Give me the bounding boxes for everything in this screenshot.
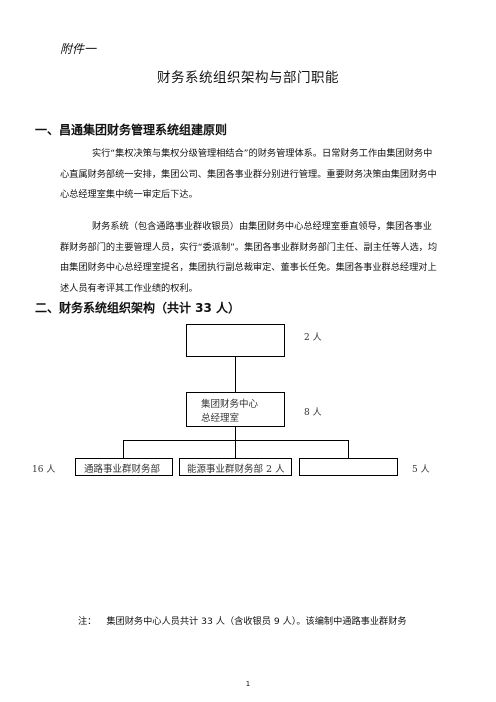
org-drop-center	[235, 440, 236, 458]
footnote-text: 集团财务中心人员共计 33 人（含收银员 9 人）。该编制中通路事业群财务	[106, 616, 407, 627]
org-drop-left	[123, 440, 124, 458]
org-center-line2: 总经理室	[201, 413, 240, 424]
org-top-box	[186, 324, 285, 357]
attachment-label: 附件一	[60, 42, 97, 56]
paragraph-principles-2: 财务系统（包含通路事业群收银员）由集团财务中心总经理室垂直领导，集团各事业群财务…	[60, 217, 438, 299]
org-child-2-box: 能源事业群财务部 2 人	[179, 458, 292, 476]
section-heading-principles: 一、昌通集团财务管理系统组建原则	[35, 123, 228, 137]
org-drop-right	[348, 440, 349, 458]
org-child-3-count: 5 人	[412, 465, 430, 475]
paragraph-text: 实行“集权决策与集权分级管理相结合”的财务管理体系。日常财务工作由集团财务中心直…	[60, 148, 437, 200]
org-child-1-label: 通路事业群财务部	[84, 464, 161, 475]
page-title: 财务系统组织架构与部门职能	[157, 70, 339, 86]
footnote: 注： 集团财务中心人员共计 33 人（含收银员 9 人）。该编制中通路事业群财务	[78, 613, 407, 627]
org-child-1-box: 通路事业群财务部	[75, 458, 173, 476]
org-top-count: 2 人	[304, 333, 322, 343]
org-child-3-box	[299, 458, 398, 476]
org-child-1-count: 16 人	[32, 465, 56, 475]
paragraph-principles-1: 实行“集权决策与集权分级管理相结合”的财务管理体系。日常财务工作由集团财务中心直…	[60, 144, 438, 206]
org-center-box: 集团财务中心 总经理室	[186, 392, 285, 427]
org-center-line1: 集团财务中心	[201, 399, 259, 410]
org-center-count: 8 人	[304, 408, 322, 418]
org-child-2-label: 能源事业群财务部 2 人	[187, 464, 285, 475]
footnote-label: 注：	[78, 616, 97, 627]
org-branch-line	[123, 440, 349, 441]
org-connector-mid	[235, 427, 236, 440]
section-heading-structure: 二、财务系统组织架构（共计 33 人）	[35, 301, 241, 315]
org-connector-top	[235, 357, 236, 392]
page-number: 1	[245, 680, 251, 688]
paragraph-text: 财务系统（包含通路事业群收银员）由集团财务中心总经理室垂直领导，集团各事业群财务…	[60, 221, 438, 294]
